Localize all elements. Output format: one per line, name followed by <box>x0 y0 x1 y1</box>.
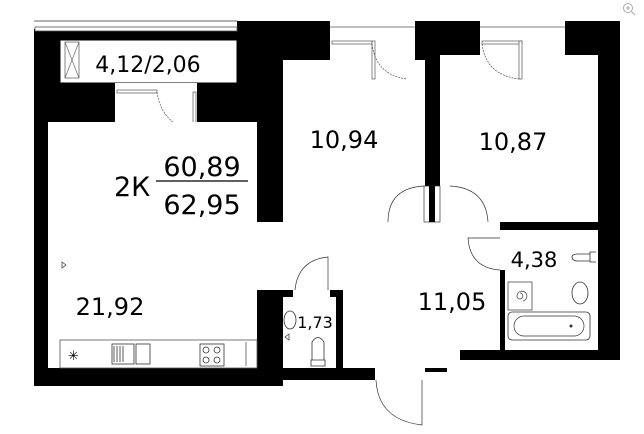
kitchen-counter <box>59 339 258 369</box>
entrance-door[interactable] <box>375 379 423 426</box>
room-bathroom <box>505 230 598 350</box>
washing-machine-icon <box>507 281 533 311</box>
bedroom-2-area: 10,87 <box>479 128 548 156</box>
wc-door[interactable] <box>294 256 329 291</box>
living-area-label: 60,89 <box>163 152 240 183</box>
hood-icon: ✳ <box>68 349 79 364</box>
bedroom-1-door[interactable] <box>387 185 425 223</box>
bedroom-1-area: 10,94 <box>310 126 379 154</box>
bathtub-icon <box>507 311 591 341</box>
balcony-area-label: 4,12/2,06 <box>95 53 200 78</box>
radiator-marker <box>61 261 67 269</box>
hallway-area: 11,05 <box>418 288 487 316</box>
room-wc <box>283 297 336 368</box>
bedroom-1-balcony-door[interactable] <box>371 40 376 80</box>
room-living-kitchen <box>48 122 257 368</box>
wc-toilet-icon <box>310 337 326 367</box>
ventilation-icon <box>64 41 80 79</box>
bedroom-2-door[interactable] <box>449 185 489 223</box>
total-area-label: 62,95 <box>163 190 240 221</box>
bathroom-area: 4,38 <box>511 248 558 272</box>
entrance-opening <box>375 368 425 388</box>
wc-area: 1,73 <box>297 313 333 332</box>
bathroom-toilet-icon <box>571 251 596 263</box>
room-bedroom-1 <box>283 60 425 222</box>
zoom-in-icon[interactable] <box>622 2 636 16</box>
balcony-window <box>34 26 238 32</box>
bathroom-door[interactable] <box>467 237 501 271</box>
room-bedroom-2 <box>440 55 598 222</box>
sink-icon <box>111 343 135 365</box>
apartment-type-label: 2К <box>114 172 150 203</box>
stove-icon <box>199 343 225 367</box>
room-hallway <box>283 222 500 368</box>
bathroom-sink-icon <box>571 281 589 305</box>
living-kitchen-area: 21,92 <box>76 293 145 321</box>
bedroom-2-balcony-door[interactable] <box>518 40 523 80</box>
wc-sink-icon <box>283 310 297 330</box>
